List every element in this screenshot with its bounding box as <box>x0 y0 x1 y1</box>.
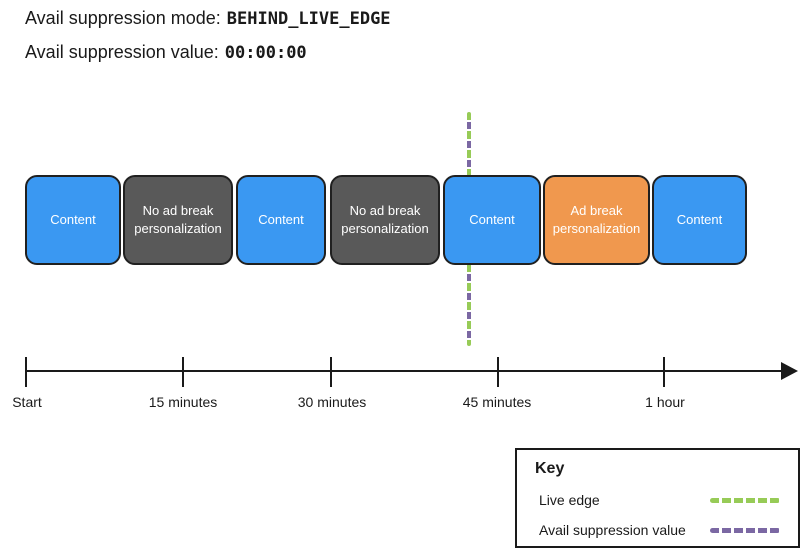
ad-break-label: Ad break personalization <box>552 202 641 236</box>
ad-break-block: Ad break personalization <box>543 175 650 265</box>
no-ad-break-label: No ad break personalization <box>134 202 222 236</box>
key-box: Key Live edge Avail suppression value <box>515 448 800 548</box>
key-label-avail-suppression-value: Avail suppression value <box>539 522 686 538</box>
avail-suppression-value-line: Avail suppression value:00:00:00 <box>25 42 307 63</box>
tick-label-start: Start <box>12 394 42 410</box>
tick-15-minutes <box>182 357 184 387</box>
tick-1-hour <box>663 357 665 387</box>
key-title: Key <box>535 460 565 477</box>
content-block-label: Content <box>676 211 723 227</box>
timeline-axis <box>25 370 787 372</box>
content-block-3: Content <box>443 175 541 265</box>
avail-suppression-mode-value: BEHIND_LIVE_EDGE <box>226 9 391 29</box>
tick-label-30-minutes: 30 minutes <box>297 394 367 410</box>
timeline-arrowhead-icon <box>781 362 798 380</box>
tick-label-1-hour: 1 hour <box>645 394 685 410</box>
key-row-avail-suppression-value: Avail suppression value <box>539 522 780 538</box>
tick-30-minutes <box>330 357 332 387</box>
avail-suppression-value-value: 00:00:00 <box>224 43 307 63</box>
no-ad-break-block-1: No ad break personalization <box>123 175 233 265</box>
content-block-4: Content <box>652 175 747 265</box>
content-block-2: Content <box>236 175 326 265</box>
no-ad-break-label: No ad break personalization <box>341 202 429 236</box>
tick-label-15-minutes: 15 minutes <box>148 394 218 410</box>
key-label-live-edge: Live edge <box>539 492 600 508</box>
avail-suppression-dash-swatch <box>710 527 780 533</box>
tick-start <box>25 357 27 387</box>
avail-suppression-value-label: Avail suppression value: <box>25 42 219 62</box>
key-row-live-edge: Live edge <box>539 492 780 508</box>
live-edge-dash-swatch <box>710 497 780 503</box>
content-block-1: Content <box>25 175 121 265</box>
avail-suppression-mode-line: Avail suppression mode:BEHIND_LIVE_EDGE <box>25 8 391 29</box>
content-block-label: Content <box>50 211 96 227</box>
no-ad-break-block-2: No ad break personalization <box>330 175 440 265</box>
avail-suppression-mode-label: Avail suppression mode: <box>25 8 221 28</box>
content-block-label: Content <box>469 211 515 227</box>
tick-label-45-minutes: 45 minutes <box>462 394 532 410</box>
tick-45-minutes <box>497 357 499 387</box>
content-block-label: Content <box>258 211 304 227</box>
